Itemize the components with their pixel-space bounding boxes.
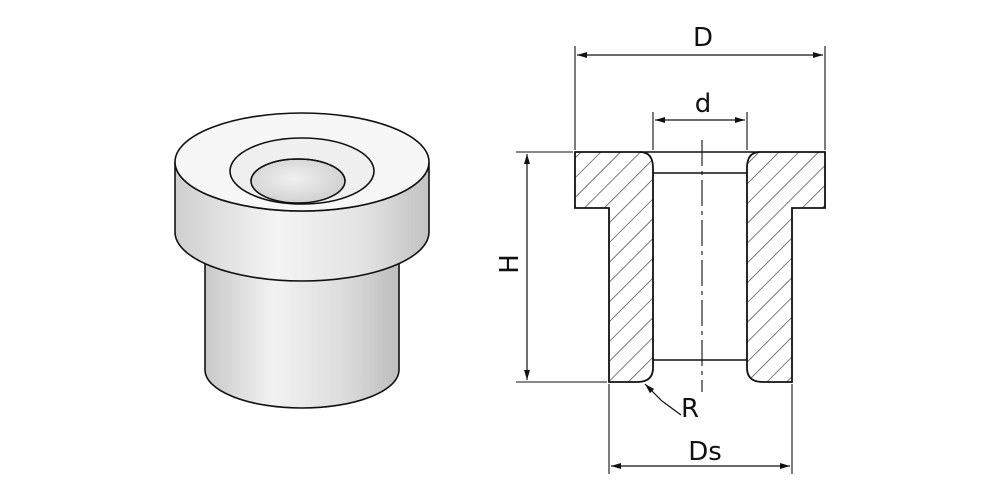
left-wall-section (574, 151, 654, 383)
label-H: H (495, 254, 525, 274)
cross-section-view: D d H R Ds (495, 23, 826, 474)
right-wall-section (746, 151, 826, 383)
leader-R (644, 383, 682, 416)
shank-body (204, 249, 400, 409)
label-D: D (693, 23, 713, 53)
bushing-3d-view (174, 112, 430, 409)
label-d: d (695, 89, 712, 119)
label-Ds: Ds (688, 437, 722, 467)
label-R: R (681, 394, 699, 424)
